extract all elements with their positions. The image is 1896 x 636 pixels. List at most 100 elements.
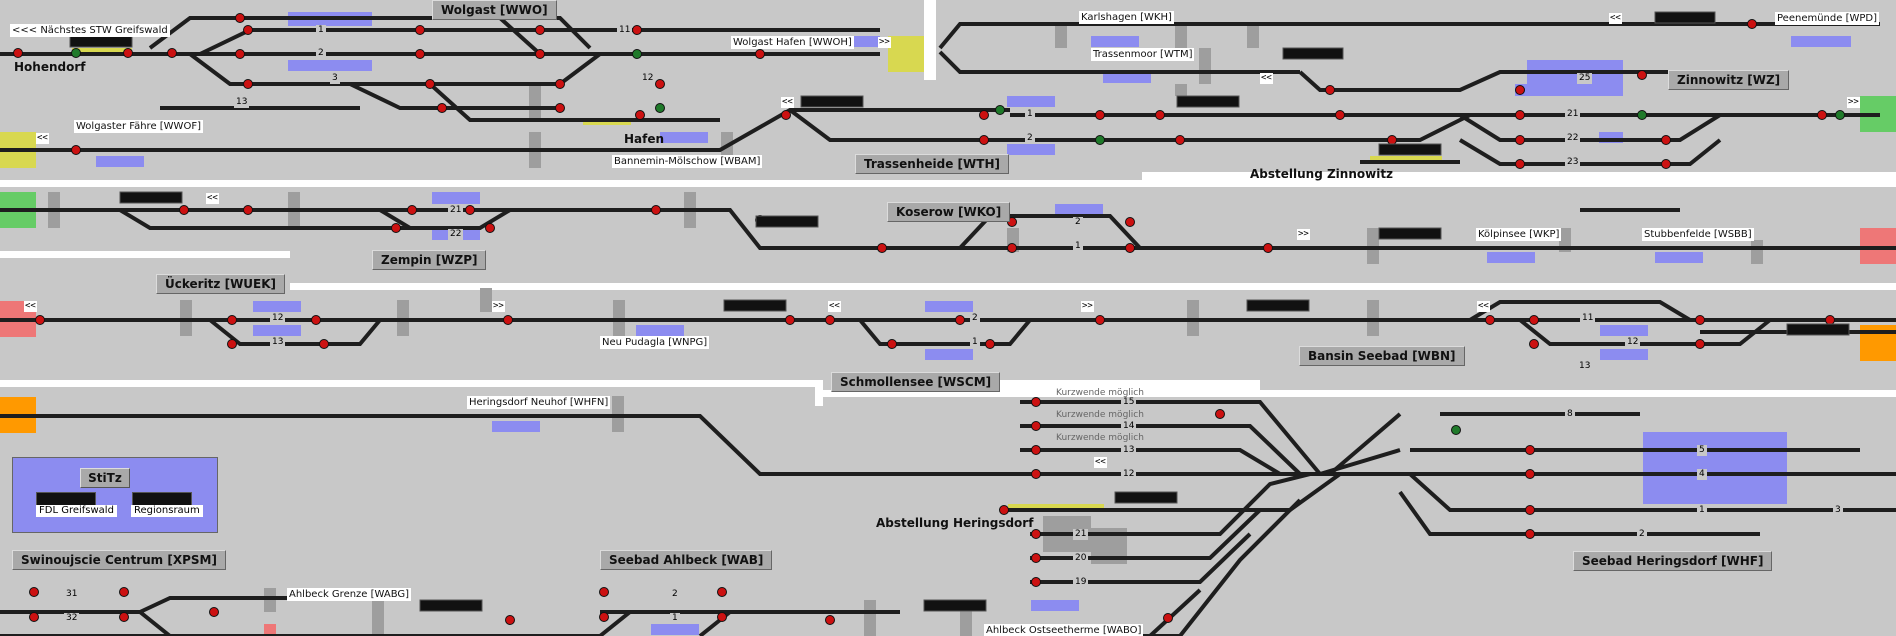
signal-icon[interactable] (1637, 70, 1647, 80)
signal-icon[interactable] (1695, 315, 1705, 325)
station-seebad-ahlbeck[interactable]: Seebad Ahlbeck [WAB] (600, 550, 773, 570)
signal-icon[interactable] (1175, 135, 1185, 145)
signal-icon[interactable] (1637, 110, 1647, 120)
signal-icon[interactable] (887, 339, 897, 349)
signal-icon[interactable] (651, 205, 661, 215)
station-swinoujscie[interactable]: Swinoujscie Centrum [XPSM] (12, 550, 226, 570)
arrow-right-wwoh[interactable]: >> (878, 37, 891, 48)
signal-icon[interactable] (877, 243, 887, 253)
signal-icon[interactable] (119, 587, 129, 597)
signal-icon[interactable] (555, 103, 565, 113)
signal-icon[interactable] (209, 607, 219, 617)
signal-icon[interactable] (179, 205, 189, 215)
signal-icon[interactable] (235, 49, 245, 59)
signal-icon[interactable] (632, 49, 642, 59)
signal-icon[interactable] (1095, 110, 1105, 120)
signal-icon[interactable] (1747, 19, 1757, 29)
signal-icon[interactable] (227, 315, 237, 325)
signal-icon[interactable] (979, 110, 989, 120)
signal-icon[interactable] (1529, 315, 1539, 325)
signal-icon[interactable] (243, 79, 253, 89)
signal-icon[interactable] (13, 48, 23, 58)
signal-icon[interactable] (1525, 505, 1535, 515)
signal-icon[interactable] (1525, 529, 1535, 539)
station-zempin[interactable]: Zempin [WZP] (372, 250, 487, 270)
signal-icon[interactable] (1515, 110, 1525, 120)
signal-icon[interactable] (1031, 553, 1041, 563)
signal-icon[interactable] (1525, 445, 1535, 455)
signal-icon[interactable] (535, 49, 545, 59)
signal-icon[interactable] (1529, 339, 1539, 349)
arrow-right-ueckeritz[interactable]: >> (492, 301, 505, 312)
station-wolgast[interactable]: Wolgast [WWO] (432, 0, 557, 20)
signal-icon[interactable] (425, 79, 435, 89)
signal-icon[interactable] (1515, 135, 1525, 145)
signal-icon[interactable] (415, 25, 425, 35)
signal-icon[interactable] (995, 105, 1005, 115)
signal-icon[interactable] (1661, 159, 1671, 169)
label-stw-greifswald[interactable]: <<< Nächstes STW Greifswald (10, 24, 170, 37)
signal-icon[interactable] (1095, 135, 1105, 145)
signal-icon[interactable] (1387, 135, 1397, 145)
signal-icon[interactable] (599, 587, 609, 597)
signal-icon[interactable] (717, 612, 727, 622)
signal-icon[interactable] (1031, 421, 1041, 431)
signal-icon[interactable] (1031, 445, 1041, 455)
signal-icon[interactable] (243, 205, 253, 215)
signal-icon[interactable] (485, 223, 495, 233)
signal-icon[interactable] (1007, 243, 1017, 253)
signal-icon[interactable] (1335, 110, 1345, 120)
station-koserow[interactable]: Koserow [WKO] (887, 202, 1011, 222)
arrow-left-ueckeritz[interactable]: << (24, 301, 37, 312)
signal-icon[interactable] (1451, 425, 1461, 435)
signal-icon[interactable] (35, 315, 45, 325)
signal-icon[interactable] (503, 315, 513, 325)
signal-icon[interactable] (655, 79, 665, 89)
signal-icon[interactable] (635, 110, 645, 120)
arrow-left-zempin[interactable]: << (206, 193, 219, 204)
signal-icon[interactable] (1095, 315, 1105, 325)
signal-icon[interactable] (1825, 315, 1835, 325)
signal-icon[interactable] (1515, 85, 1525, 95)
stitz-title[interactable]: StiTz (80, 468, 130, 488)
signal-icon[interactable] (71, 145, 81, 155)
signal-icon[interactable] (1031, 469, 1041, 479)
signal-icon[interactable] (599, 612, 609, 622)
signal-icon[interactable] (311, 315, 321, 325)
signal-icon[interactable] (632, 25, 642, 35)
signal-icon[interactable] (227, 339, 237, 349)
signal-icon[interactable] (717, 587, 727, 597)
signal-icon[interactable] (243, 25, 253, 35)
signal-icon[interactable] (407, 205, 417, 215)
signal-icon[interactable] (1525, 469, 1535, 479)
signal-icon[interactable] (955, 315, 965, 325)
fdl-greifswald-label[interactable]: FDL Greifswald (36, 505, 117, 517)
arrow-left-zinnowitz[interactable]: << (1260, 73, 1273, 84)
signal-icon[interactable] (979, 135, 989, 145)
signal-icon[interactable] (985, 339, 995, 349)
signal-icon[interactable] (29, 612, 39, 622)
signal-icon[interactable] (1325, 85, 1335, 95)
signal-icon[interactable] (825, 315, 835, 325)
signal-icon[interactable] (1031, 397, 1041, 407)
signal-icon[interactable] (1695, 339, 1705, 349)
station-zinnowitz[interactable]: Zinnowitz [WZ] (1668, 70, 1790, 90)
arrow-left-peenemuende[interactable]: << (1609, 13, 1622, 24)
arrow-left-bansin[interactable]: << (1477, 301, 1490, 312)
signal-icon[interactable] (655, 103, 665, 113)
signal-icon[interactable] (1485, 315, 1495, 325)
signal-icon[interactable] (781, 110, 791, 120)
signal-icon[interactable] (1263, 243, 1273, 253)
arrow-right-koserow[interactable]: >> (1297, 229, 1310, 240)
signal-icon[interactable] (1835, 110, 1845, 120)
arrow-right-zinnowitz[interactable]: >> (1847, 97, 1860, 108)
signal-icon[interactable] (1031, 529, 1041, 539)
signal-icon[interactable] (319, 339, 329, 349)
signal-icon[interactable] (1215, 409, 1225, 419)
signal-icon[interactable] (1031, 577, 1041, 587)
signal-icon[interactable] (167, 48, 177, 58)
signal-icon[interactable] (785, 315, 795, 325)
signal-icon[interactable] (1515, 159, 1525, 169)
arrow-left-wth[interactable]: << (781, 97, 794, 108)
signal-icon[interactable] (1155, 110, 1165, 120)
